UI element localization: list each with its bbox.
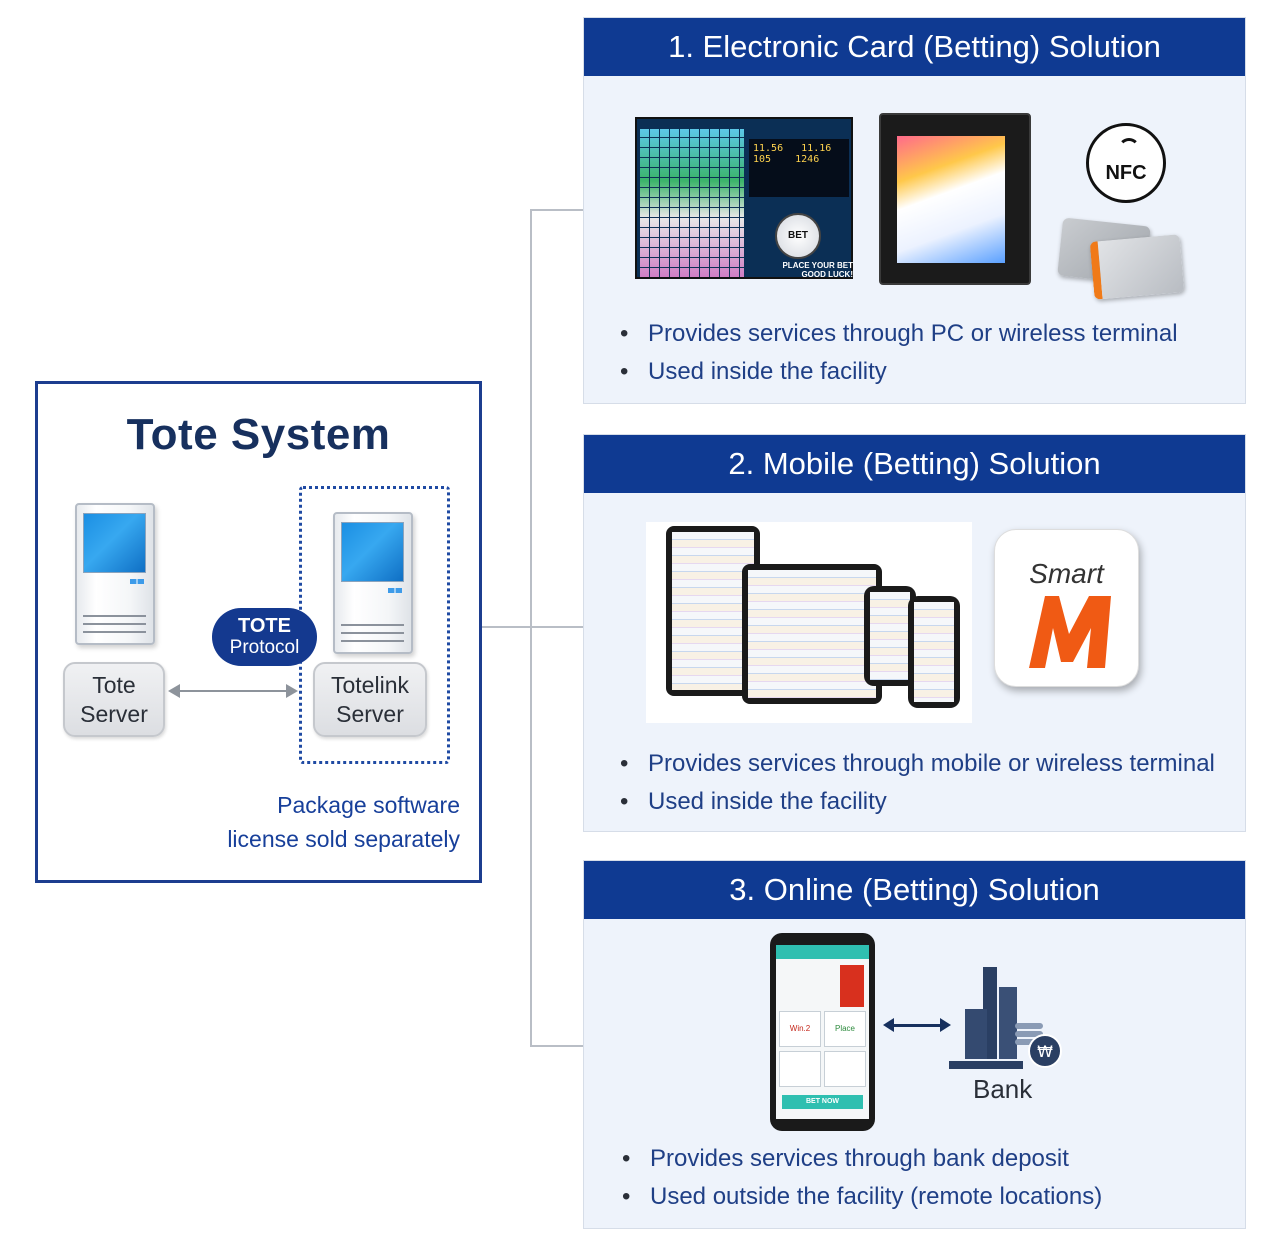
double-arrow-icon [883, 1018, 951, 1032]
phone-bet-now: BET NOW [782, 1095, 863, 1109]
bank-label: Bank [973, 1074, 1033, 1104]
smart-label: Smart [1029, 558, 1104, 589]
mobile-devices-image [646, 522, 972, 723]
panel-1-bullets: Provides services through PC or wireless… [620, 315, 1178, 391]
bank-building-icon: ₩ [949, 967, 1062, 1069]
license-note: Package software license sold separately [227, 792, 460, 852]
smart-m-app-icon: Smart [994, 529, 1139, 687]
bullet-item: Used inside the facility [620, 353, 1178, 391]
phone-tile-win: Win.2 [779, 1011, 821, 1047]
connector-main [482, 626, 583, 628]
panel-2-header: 2. Mobile (Betting) Solution [584, 435, 1245, 493]
tote-system-box: Tote System TOTE Protocol Tote Server To… [35, 381, 482, 883]
panel-3-header: 3. Online (Betting) Solution [584, 861, 1245, 919]
protocol-line2: Protocol [229, 637, 300, 658]
solution-panel-online: 3. Online (Betting) Solution Win.2 Place… [583, 860, 1246, 1229]
phone-tile-place: Place [824, 1011, 866, 1047]
tote-server-label: Tote Server [63, 662, 165, 737]
bullet-item: Provides services through bank deposit [622, 1140, 1102, 1178]
smartphone-image: Win.2 Place BET NOW [770, 933, 875, 1131]
protocol-line1: TOTE [238, 615, 291, 637]
bullet-item: Used inside the facility [620, 783, 1215, 821]
totelink-server-label: Totelink Server [313, 662, 427, 737]
tote-protocol-badge: TOTE Protocol [212, 608, 317, 666]
panel-1-header: 1. Electronic Card (Betting) Solution [584, 18, 1245, 76]
card-icon [1089, 234, 1185, 300]
bet-button-graphic: BET [775, 213, 821, 259]
wireless-terminal-image [879, 113, 1031, 285]
bullet-item: Provides services through mobile or wire… [620, 745, 1215, 783]
double-arrow [168, 684, 298, 698]
solution-panel-mobile: 2. Mobile (Betting) Solution Smart Provi… [583, 434, 1246, 832]
panel-2-bullets: Provides services through mobile or wire… [620, 745, 1215, 821]
tote-server-icon [75, 503, 155, 645]
bullet-item: Used outside the facility (remote locati… [622, 1178, 1102, 1216]
panel-3-bullets: Provides services through bank deposit U… [622, 1140, 1102, 1216]
nfc-icon: NFC [1086, 123, 1166, 203]
connector-top [530, 209, 583, 211]
solution-panel-electronic-card: 1. Electronic Card (Betting) Solution 11… [583, 17, 1246, 404]
connector-bottom [530, 1045, 583, 1047]
connector-vertical [530, 209, 532, 1046]
bullet-item: Provides services through PC or wireless… [620, 315, 1178, 353]
nfc-label: NFC [1105, 162, 1147, 184]
totelink-server-icon [333, 512, 413, 654]
m-logo-icon [1029, 596, 1111, 668]
svg-text:₩: ₩ [1037, 1042, 1053, 1061]
place-bet-text: PLACE YOUR BET GOOD LUCK! [782, 261, 853, 279]
tote-system-title: Tote System [126, 410, 391, 459]
